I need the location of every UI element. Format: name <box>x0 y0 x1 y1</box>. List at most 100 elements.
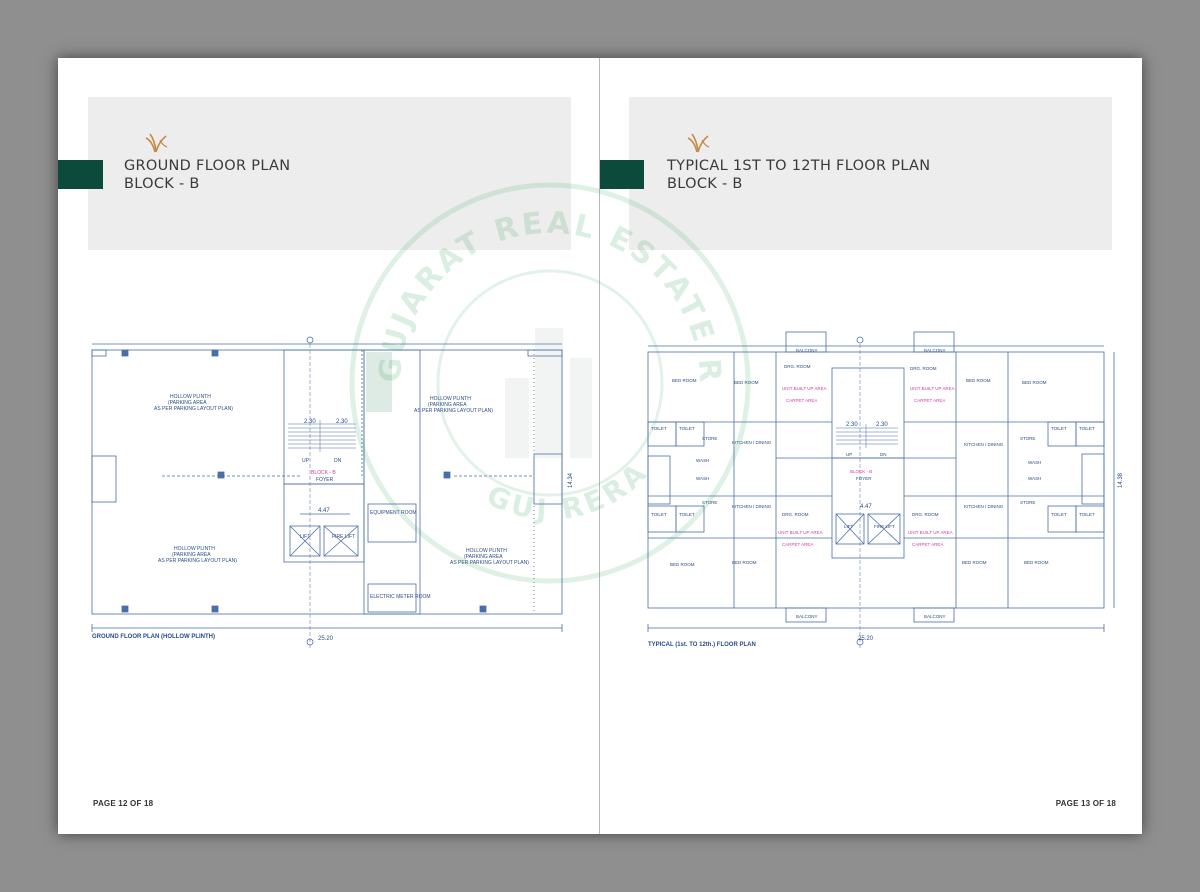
svg-text:UP: UP <box>846 452 852 457</box>
brand-logo-icon <box>145 133 168 153</box>
svg-text:HOLLOW PLINTH: HOLLOW PLINTH <box>174 546 215 552</box>
svg-text:FIRE LIFT: FIRE LIFT <box>874 524 895 529</box>
svg-text:FIRE LIFT: FIRE LIFT <box>332 534 355 540</box>
svg-text:HOLLOW PLINTH: HOLLOW PLINTH <box>170 394 211 400</box>
svg-text:(PARKING AREA: (PARKING AREA <box>428 402 467 408</box>
svg-text:HOLLOW PLINTH: HOLLOW PLINTH <box>430 396 471 402</box>
svg-text:EQUIPMENT ROOM: EQUIPMENT ROOM <box>370 510 417 516</box>
svg-text:TOILET: TOILET <box>651 512 667 517</box>
svg-text:CARPET AREA: CARPET AREA <box>786 398 817 403</box>
page-13: TYPICAL 1ST TO 12TH FLOOR PLAN BLOCK - B <box>600 58 1142 834</box>
title-line-2: BLOCK - B <box>667 176 743 192</box>
svg-text:BLOCK - B: BLOCK - B <box>850 469 872 474</box>
typical-floor-plan-drawing: BED ROOM BED ROOM BED ROOM BED ROOM BED … <box>636 328 1126 648</box>
svg-text:AS PER PARKING LAYOUT PLAN): AS PER PARKING LAYOUT PLAN) <box>158 558 237 564</box>
svg-text:(PARKING AREA: (PARKING AREA <box>172 552 211 558</box>
svg-text:BLOCK - B: BLOCK - B <box>311 470 336 476</box>
page-number: PAGE 13 OF 18 <box>1055 799 1116 808</box>
svg-text:FOYER: FOYER <box>856 476 872 481</box>
svg-text:4.47: 4.47 <box>318 508 330 514</box>
svg-text:KITCHEN / DINING: KITCHEN / DINING <box>732 504 772 509</box>
svg-text:(PARKING AREA: (PARKING AREA <box>464 554 503 560</box>
svg-text:2.30: 2.30 <box>304 419 316 425</box>
svg-text:DRG. ROOM: DRG. ROOM <box>910 366 937 371</box>
title-line-1: GROUND FLOOR PLAN <box>124 158 291 174</box>
svg-text:TOILET: TOILET <box>1051 512 1067 517</box>
svg-text:KITCHEN / DINING: KITCHEN / DINING <box>732 440 772 445</box>
svg-text:TOILET: TOILET <box>1051 426 1067 431</box>
svg-text:AS PER PARKING LAYOUT PLAN): AS PER PARKING LAYOUT PLAN) <box>450 560 529 566</box>
svg-text:TOILET: TOILET <box>1079 512 1095 517</box>
svg-text:TOILET: TOILET <box>651 426 667 431</box>
svg-text:ELECTRIC METER ROOM: ELECTRIC METER ROOM <box>370 594 431 600</box>
svg-text:WASH: WASH <box>1028 460 1041 465</box>
svg-text:TOILET: TOILET <box>679 426 695 431</box>
page-number: PAGE 12 OF 18 <box>93 799 154 808</box>
svg-text:UNIT BUILT UP AREA: UNIT BUILT UP AREA <box>782 386 827 391</box>
svg-text:BED ROOM: BED ROOM <box>670 562 695 567</box>
svg-text:STORE: STORE <box>702 500 717 505</box>
ground-floor-plan-drawing: HOLLOW PLINTH (PARKING AREA AS PER PARKI… <box>88 328 578 648</box>
accent-bar <box>58 160 103 189</box>
svg-text:BED ROOM: BED ROOM <box>734 380 759 385</box>
header-box <box>629 97 1112 250</box>
svg-text:25.20: 25.20 <box>858 636 874 642</box>
svg-text:UP: UP <box>302 458 310 464</box>
svg-text:GROUND FLOOR PLAN (HOLLOW PLIN: GROUND FLOOR PLAN (HOLLOW PLINTH) <box>92 634 215 640</box>
svg-text:2.30: 2.30 <box>876 422 888 428</box>
svg-text:14.34: 14.34 <box>568 472 574 488</box>
svg-text:2.30: 2.30 <box>846 422 858 428</box>
svg-text:UNIT BUILT UP AREA: UNIT BUILT UP AREA <box>910 386 955 391</box>
svg-text:BED ROOM: BED ROOM <box>966 378 991 383</box>
page-title: TYPICAL 1ST TO 12TH FLOOR PLAN BLOCK - B <box>667 157 930 193</box>
svg-text:BALCONY: BALCONY <box>796 348 818 353</box>
page-12: GROUND FLOOR PLAN BLOCK - B <box>58 58 600 834</box>
svg-text:25.20: 25.20 <box>318 636 334 642</box>
svg-text:CARPET AREA: CARPET AREA <box>782 542 813 547</box>
title-line-1: TYPICAL 1ST TO 12TH FLOOR PLAN <box>667 158 931 174</box>
svg-text:DRG. ROOM: DRG. ROOM <box>784 364 811 369</box>
svg-text:BED ROOM: BED ROOM <box>732 560 757 565</box>
svg-text:CARPET AREA: CARPET AREA <box>914 398 945 403</box>
svg-text:(PARKING AREA: (PARKING AREA <box>168 400 207 406</box>
svg-text:2.30: 2.30 <box>336 419 348 425</box>
title-line-2: BLOCK - B <box>124 176 200 192</box>
header-box <box>88 97 571 250</box>
svg-text:AS PER PARKING LAYOUT PLAN): AS PER PARKING LAYOUT PLAN) <box>154 406 233 412</box>
brand-logo-icon <box>687 133 710 153</box>
svg-text:STORE: STORE <box>1020 500 1035 505</box>
svg-text:BALCONY: BALCONY <box>924 614 946 619</box>
svg-text:TOILET: TOILET <box>679 512 695 517</box>
svg-text:AS PER PARKING LAYOUT PLAN): AS PER PARKING LAYOUT PLAN) <box>414 408 493 414</box>
svg-text:CARPET AREA: CARPET AREA <box>912 542 943 547</box>
svg-text:BED ROOM: BED ROOM <box>1022 380 1047 385</box>
svg-text:WASH: WASH <box>696 476 709 481</box>
svg-text:HOLLOW PLINTH: HOLLOW PLINTH <box>466 548 507 554</box>
svg-text:DN: DN <box>334 458 342 464</box>
svg-text:UNIT BUILT UP AREA: UNIT BUILT UP AREA <box>908 530 953 535</box>
svg-text:BALCONY: BALCONY <box>924 348 946 353</box>
page-gutter <box>599 58 600 834</box>
svg-text:4.47: 4.47 <box>860 504 872 510</box>
svg-text:LIFT: LIFT <box>844 524 854 529</box>
document-spread: GROUND FLOOR PLAN BLOCK - B <box>58 58 1142 834</box>
svg-text:BED ROOM: BED ROOM <box>1024 560 1049 565</box>
svg-text:WASH: WASH <box>1028 476 1041 481</box>
svg-text:BALCONY: BALCONY <box>796 614 818 619</box>
page-title: GROUND FLOOR PLAN BLOCK - B <box>124 157 290 193</box>
svg-text:KITCHEN / DINING: KITCHEN / DINING <box>964 442 1004 447</box>
svg-text:WASH: WASH <box>696 458 709 463</box>
svg-text:UNIT BUILT UP AREA: UNIT BUILT UP AREA <box>778 530 823 535</box>
svg-text:LIFT: LIFT <box>300 534 310 540</box>
svg-text:DN: DN <box>880 452 887 457</box>
svg-text:DRG. ROOM: DRG. ROOM <box>782 512 809 517</box>
svg-text:STORE: STORE <box>1020 436 1035 441</box>
svg-text:FOYER: FOYER <box>316 477 334 483</box>
svg-text:TYPICAL (1st. TO 12th.) FLOOR: TYPICAL (1st. TO 12th.) FLOOR PLAN <box>648 642 756 648</box>
svg-text:STORE: STORE <box>702 436 717 441</box>
svg-text:KITCHEN / DINING: KITCHEN / DINING <box>964 504 1004 509</box>
svg-text:TOILET: TOILET <box>1079 426 1095 431</box>
accent-bar <box>600 160 644 189</box>
svg-text:DRG. ROOM: DRG. ROOM <box>912 512 939 517</box>
svg-text:BED ROOM: BED ROOM <box>962 560 987 565</box>
